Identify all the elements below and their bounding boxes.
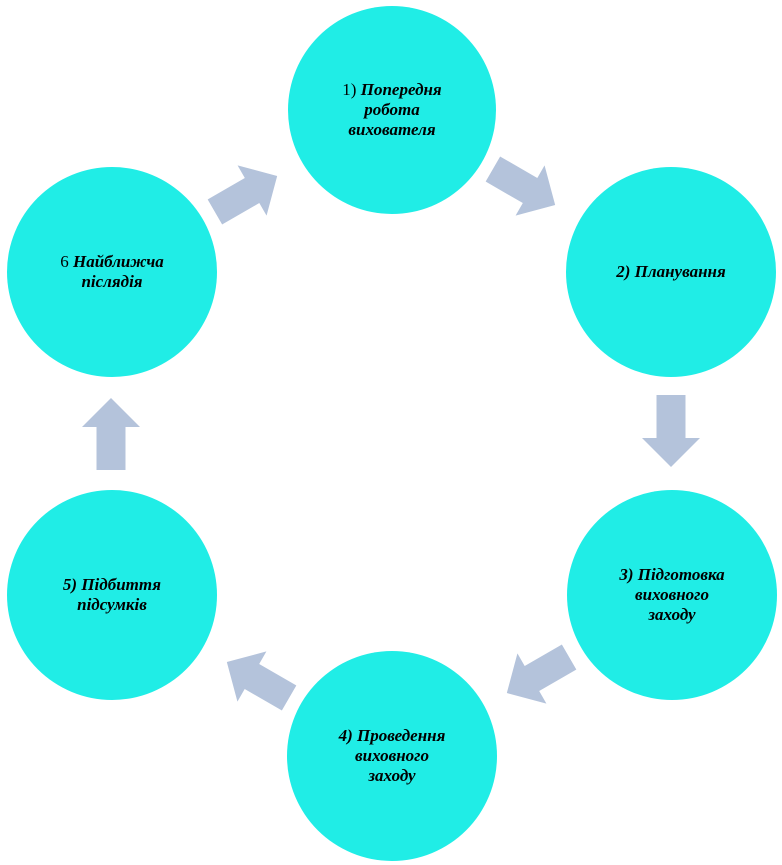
step-5-label: 5) Підбиття підсумків bbox=[62, 575, 162, 614]
arrow-left-up-icon bbox=[226, 651, 297, 711]
arrow-right-down-icon bbox=[485, 156, 556, 216]
step-1-node: 1) Попередня робота вихователя bbox=[288, 6, 496, 214]
arrow-down-icon bbox=[642, 395, 700, 467]
step-6-number: 6 bbox=[60, 252, 69, 271]
arrow-down-left-icon bbox=[506, 644, 577, 704]
arrow-up-icon bbox=[82, 398, 140, 470]
step-5-node: 5) Підбиття підсумків bbox=[7, 490, 217, 700]
step-3-node: 3) Підготовка виховного заходу bbox=[567, 490, 777, 700]
step-4-label: 4) Проведення виховного заходу bbox=[338, 726, 446, 785]
step-6-node: 6 Найближча післядія bbox=[7, 167, 217, 377]
step-2-label: 2) Планування bbox=[616, 262, 726, 281]
step-2-node: 2) Планування bbox=[566, 167, 776, 377]
arrow-up-right-icon bbox=[207, 165, 278, 225]
step-1-number: 1 bbox=[342, 80, 351, 99]
step-3-label: 3) Підготовка виховного заходу bbox=[619, 565, 725, 624]
step-4-node: 4) Проведення виховного заходу bbox=[287, 651, 497, 861]
step-1-label: 1) Попередня робота вихователя bbox=[342, 80, 442, 139]
step-6-label: 6 Найближча післядія bbox=[60, 252, 164, 291]
